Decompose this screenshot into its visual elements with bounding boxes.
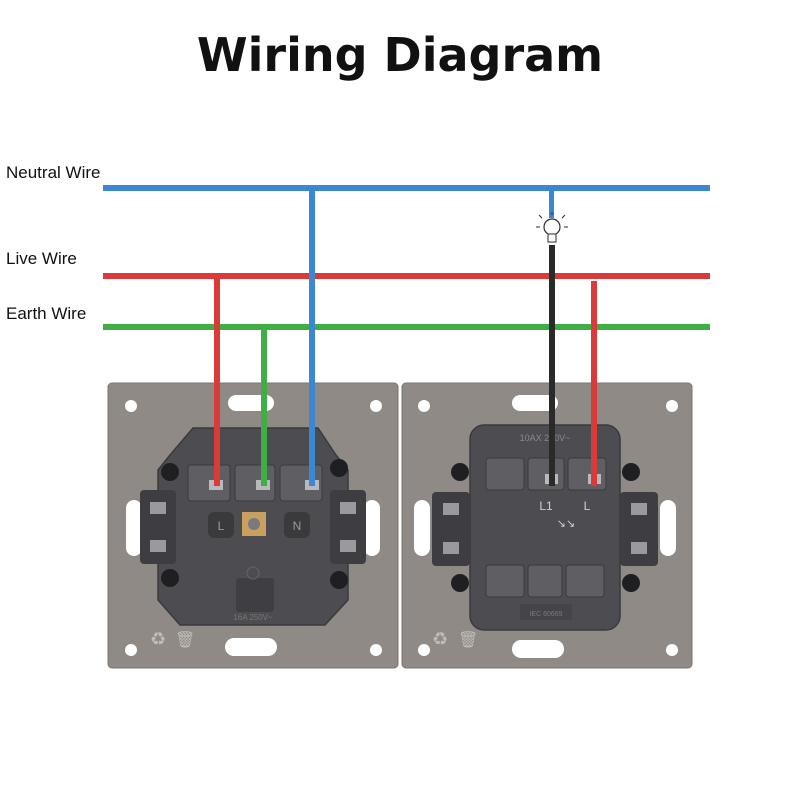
switch-plate-hole (666, 400, 678, 412)
live-bus-wire (103, 273, 710, 279)
switch-plate-hole (660, 500, 676, 556)
earth-bus-wire (103, 324, 710, 330)
socket-center-rivet (248, 518, 260, 530)
socket-module-lower (236, 578, 274, 612)
socket-plate-hole (228, 395, 274, 411)
light-bulb-ray (561, 214, 566, 219)
light-bulb-ray (538, 214, 543, 219)
recycle-icon: ♻ (150, 629, 166, 649)
neutral-bus-wire (103, 185, 710, 191)
socket-plate-hole (125, 400, 137, 412)
switch-clamp-screw (443, 503, 459, 515)
switch-live-drop-wire (591, 281, 597, 486)
switch-terminal (565, 564, 605, 598)
light-bulb-icon (536, 212, 568, 243)
socket-pin-slot (284, 512, 310, 538)
switch-screw (451, 463, 469, 481)
lamp-neutral-drop-wire (549, 188, 554, 218)
switch-terminal (527, 564, 563, 598)
switch-bottom-marking-area (520, 604, 572, 620)
socket-side-clamp (140, 490, 176, 564)
socket-plate-hole (225, 638, 277, 656)
socket-clamp-screw (150, 502, 166, 514)
socket-plate-hole (370, 400, 382, 412)
socket-earth-symbol (246, 566, 260, 580)
switch-screw (622, 463, 640, 481)
switch-rating-text: 10AX 250V~ (520, 433, 571, 443)
switch-clamp-screw (631, 542, 647, 554)
switch-clamp-screw (631, 503, 647, 515)
socket-terminal-n-label: N (293, 519, 302, 533)
socket-terminal-l-label: L (218, 519, 225, 533)
socket-clamp-screw (340, 502, 356, 514)
switched-live-wire (549, 245, 555, 486)
earth-wire-label: Earth Wire (6, 304, 87, 323)
socket-plate-hole (364, 500, 380, 556)
page-title: Wiring Diagram (196, 28, 604, 82)
switch-terminal (485, 564, 525, 598)
socket-plate-hole (125, 644, 137, 656)
socket-screw (330, 571, 348, 589)
switch-clamp-screw (443, 542, 459, 554)
switch-plate-hole (666, 644, 678, 656)
socket-plate-hole (126, 500, 142, 556)
socket-screw (161, 569, 179, 587)
switch-plate-hole (418, 400, 430, 412)
socket-pin-slot (208, 512, 234, 538)
socket-screw (161, 463, 179, 481)
switch-plate-hole (512, 640, 564, 658)
switch-symbol-icon: ↘↘ (557, 518, 575, 530)
socket-earth-drop-wire (261, 327, 267, 486)
switch-side-clamp (620, 492, 658, 566)
light-bulb-glass (543, 218, 561, 236)
switch-terminal-l-label: L (584, 499, 591, 513)
switch-screw (622, 574, 640, 592)
socket-clamp-screw (340, 540, 356, 552)
switch-plate-hole (512, 395, 558, 411)
socket-live-drop-wire (214, 276, 220, 486)
waste-bin-icon: 🗑 (458, 631, 478, 649)
switch-bottom-marking: IEC 60669 (529, 611, 562, 618)
neutral-wire-label: Neutral Wire (6, 163, 101, 182)
light-bulb-base (547, 233, 557, 243)
socket-clamp-screw (150, 540, 166, 552)
switch-terminal (485, 457, 525, 491)
socket-screw (330, 459, 348, 477)
socket-plate: 16A 250V~ L N (107, 382, 399, 669)
switch-side-clamp (432, 492, 470, 566)
waste-bin-icon: 🗑 (175, 631, 195, 649)
socket-neutral-drop-wire (309, 188, 315, 486)
switch-terminal-l1-label: L1 (539, 499, 553, 513)
switch-screw (451, 574, 469, 592)
switch-module-body (469, 424, 621, 631)
socket-rating-text: 16A 250V~ (233, 613, 273, 622)
switch-plate-hole (418, 644, 430, 656)
switch-plate: 10AX 250V~ L1 L ↘↘ (401, 382, 693, 669)
switch-plate-hole (414, 500, 430, 556)
socket-side-clamp (330, 490, 366, 564)
recycle-icon: ♻ (432, 629, 448, 649)
live-wire-label: Live Wire (6, 249, 77, 268)
socket-plate-hole (370, 644, 382, 656)
